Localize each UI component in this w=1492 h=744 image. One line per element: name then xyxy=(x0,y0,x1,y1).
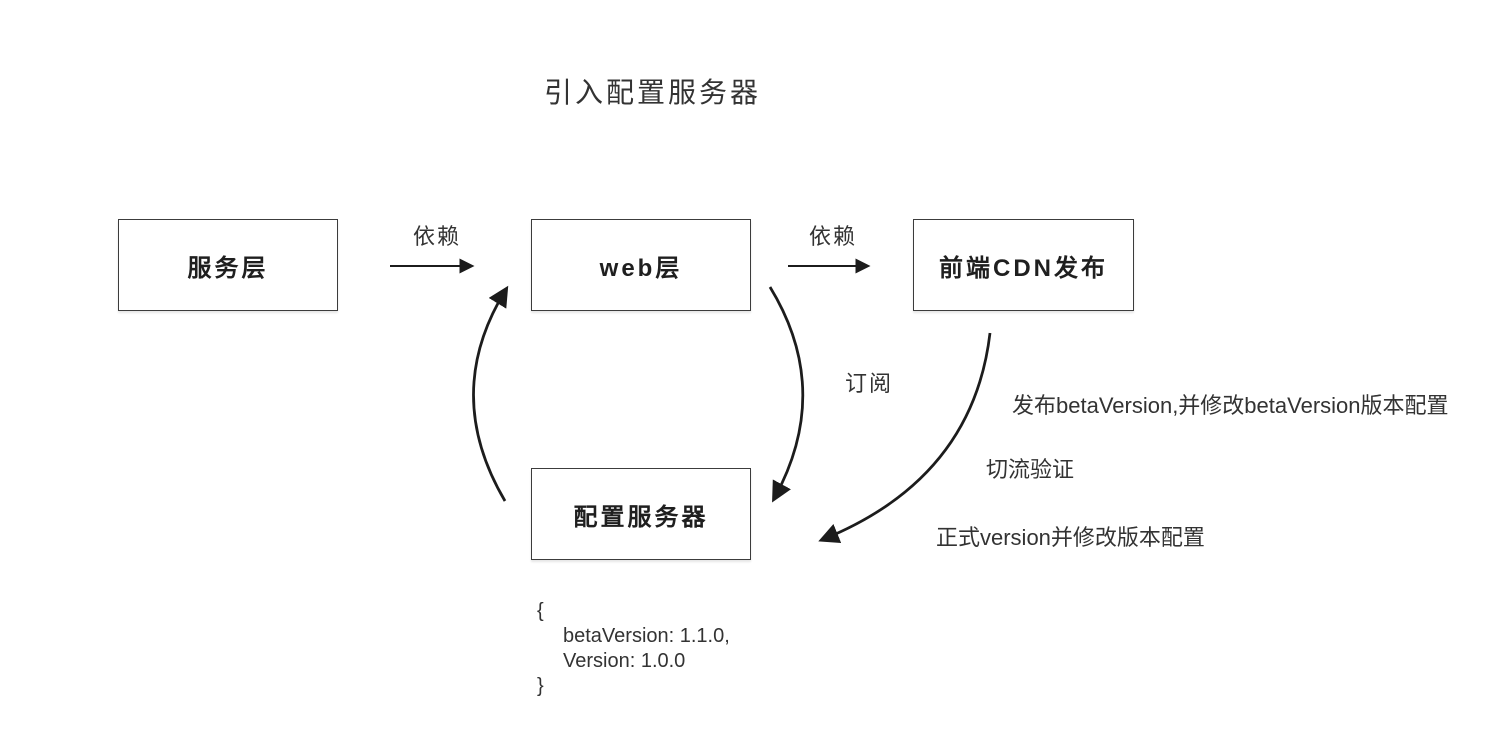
config-code-block: { betaVersion: 1.1.0, Version: 1.0.0 } xyxy=(537,599,730,699)
annotation-formal-release: 正式version并修改版本配置 xyxy=(936,525,1205,550)
diagram-title: 引入配置服务器 xyxy=(544,77,762,108)
node-cdn-release: 前端CDN发布 xyxy=(913,219,1134,311)
node-config-server-label: 配置服务器 xyxy=(573,503,709,531)
annotation-traffic-validation: 切流验证 xyxy=(986,457,1075,482)
arrow-web-to-config xyxy=(768,286,805,503)
node-web-layer-label: web层 xyxy=(599,254,683,282)
arrow-config-to-web xyxy=(472,285,509,502)
edge-label-web-to-cdn: 依赖 xyxy=(808,224,857,249)
code-line-close-brace: } xyxy=(537,675,544,697)
code-line-beta-version: betaVersion: 1.1.0, xyxy=(563,625,730,647)
code-line-open-brace: { xyxy=(537,600,544,622)
code-line-version: Version: 1.0.0 xyxy=(563,650,686,672)
node-config-server: 配置服务器 xyxy=(531,468,751,560)
annotation-beta-release: 发布betaVersion,并修改betaVersion版本配置 xyxy=(1012,393,1449,418)
arrow-cdn-to-config xyxy=(818,332,992,544)
node-cdn-release-label: 前端CDN发布 xyxy=(939,254,1108,282)
node-service-layer: 服务层 xyxy=(118,219,338,311)
edge-label-web-to-config: 订阅 xyxy=(845,371,894,396)
node-web-layer: web层 xyxy=(531,219,751,311)
edge-label-service-to-web: 依赖 xyxy=(412,224,461,249)
node-service-layer-label: 服务层 xyxy=(187,254,269,282)
